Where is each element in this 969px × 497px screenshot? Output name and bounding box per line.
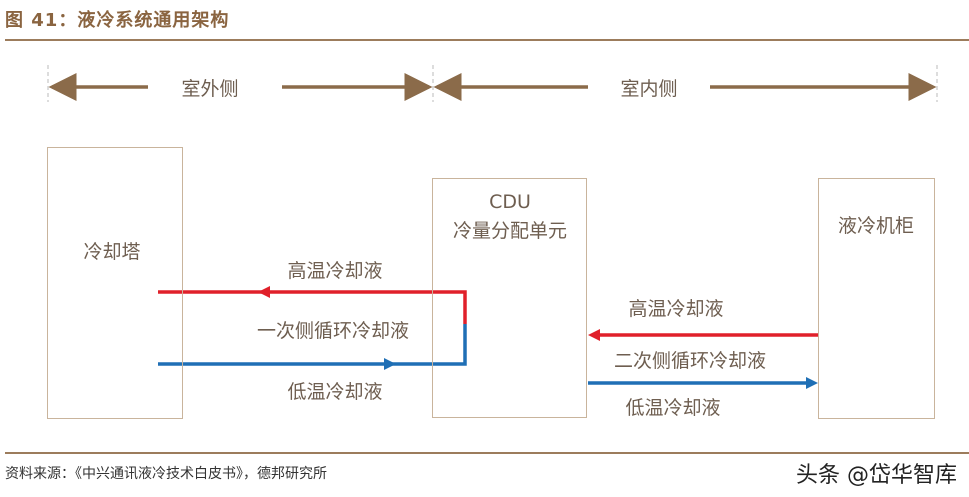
primary-loop-label: 一次侧循环冷却液 (256, 320, 410, 342)
footer-divider (5, 452, 969, 454)
outdoor-label: 室外侧 (181, 78, 239, 100)
secondary-loop-label: 二次侧循环冷却液 (613, 350, 767, 372)
primary-hot-arrowhead (258, 286, 270, 298)
figure-title: 图 41：液冷系统通用架构 (5, 10, 230, 31)
watermark: 头条 @岱华智库 (796, 463, 957, 488)
source-note: 资料来源：《中兴通讯液冷技术白皮书》，德邦研究所 (5, 466, 327, 482)
title-divider (5, 39, 969, 41)
primary-cold-arrowhead (384, 358, 396, 370)
cdu-label: CDU (489, 191, 531, 213)
secondary-cold-arrowhead (806, 377, 818, 389)
cooling-tower-box (47, 147, 183, 419)
secondary-hot-label: 高温冷却液 (628, 298, 724, 320)
cdu-box (432, 178, 587, 418)
cabinet-label: 液冷机柜 (837, 215, 915, 237)
secondary-hot-arrowhead (588, 329, 600, 341)
cooling-tower-label: 冷却塔 (83, 241, 141, 263)
indoor-label: 室内侧 (620, 78, 678, 100)
primary-cold-line (158, 324, 467, 366)
cdu-sublabel: 冷量分配单元 (452, 220, 568, 242)
secondary-cold-label: 低温冷却液 (625, 397, 721, 419)
cabinet-box (818, 178, 935, 419)
primary-hot-label: 高温冷却液 (287, 260, 383, 282)
primary-cold-label: 低温冷却液 (287, 381, 383, 403)
